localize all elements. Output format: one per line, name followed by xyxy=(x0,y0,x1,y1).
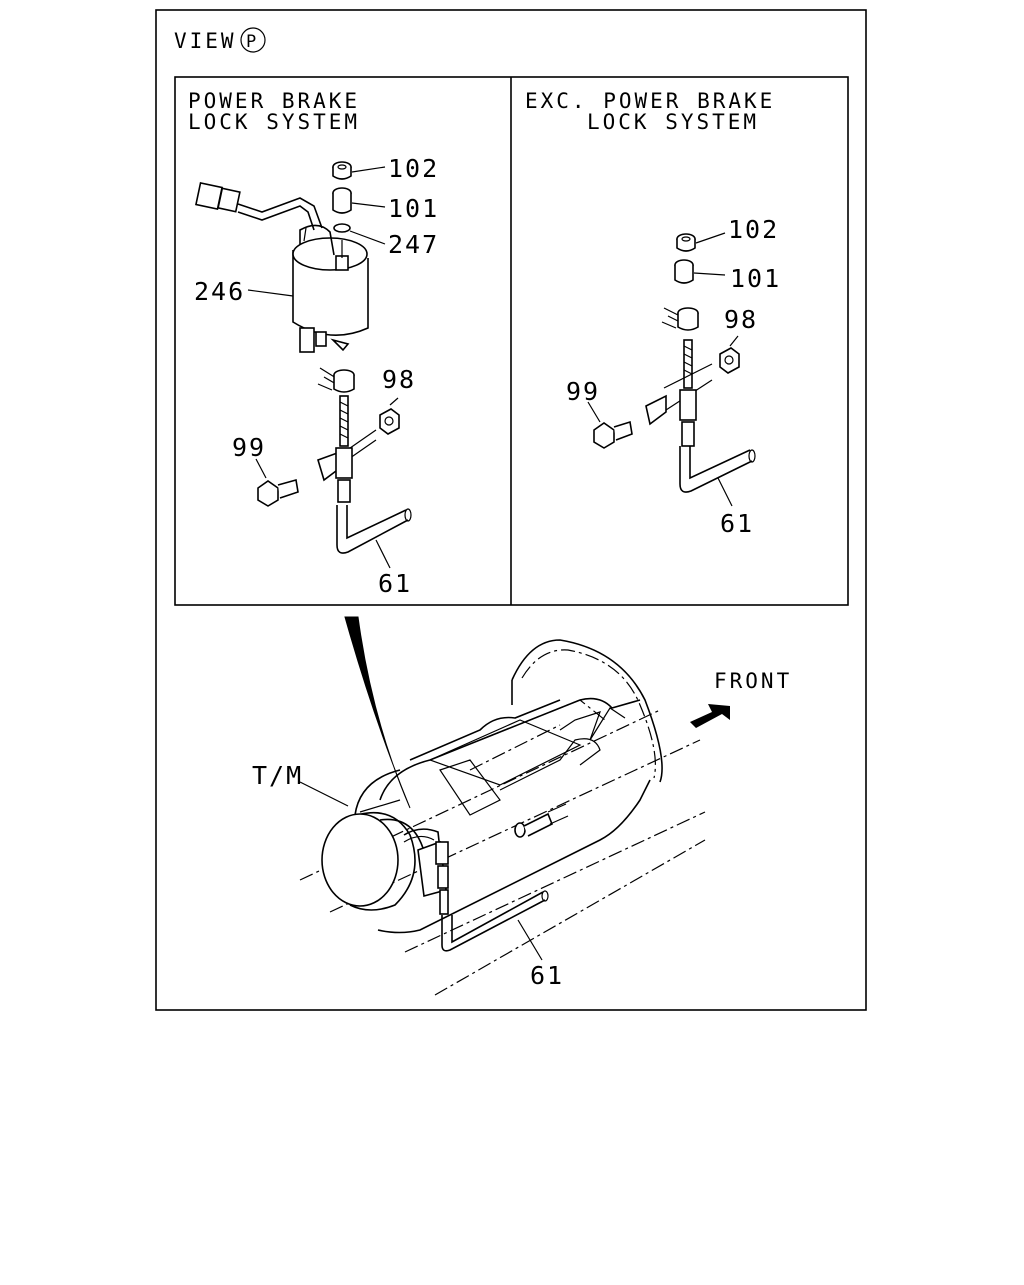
right-pipe-61 xyxy=(679,446,756,507)
rail-line xyxy=(299,709,661,881)
left-lower-hardware xyxy=(255,367,400,507)
right-nut-102 xyxy=(676,232,726,252)
outer-frame xyxy=(155,9,867,1011)
left-callout-61: 61 xyxy=(378,569,412,598)
transmission-body xyxy=(354,697,651,934)
rear-housing xyxy=(321,799,426,911)
bottom-assembly-view: FRONT xyxy=(252,616,792,996)
right-heading-line2: LOCK SYSTEM xyxy=(587,110,759,134)
right-callout-98: 98 xyxy=(724,305,758,334)
left-callout-101: 101 xyxy=(388,194,439,223)
left-heading-line2: LOCK SYSTEM xyxy=(188,110,360,134)
bottom-callout-61: 61 xyxy=(530,961,564,990)
front-arrow-icon xyxy=(690,704,730,728)
switch-assembly xyxy=(403,828,449,915)
left-callout-246: 246 xyxy=(194,277,245,306)
left-pipe-61 xyxy=(336,505,412,569)
left-connector xyxy=(195,182,323,231)
left-bushing-101 xyxy=(332,187,386,214)
right-heading-line1: EXC. POWER BRAKE xyxy=(525,89,775,113)
right-lower-bushing xyxy=(661,307,699,331)
right-callout-61: 61 xyxy=(720,509,754,538)
view-circle xyxy=(240,27,266,53)
left-heading-line1: POWER BRAKE xyxy=(188,89,360,113)
view-pointer xyxy=(344,616,411,809)
right-panel: EXC. POWER BRAKE LOCK SYSTEM xyxy=(525,89,781,538)
tm-leader xyxy=(299,781,349,807)
left-nut-102 xyxy=(332,161,386,180)
left-callout-98: 98 xyxy=(382,365,416,394)
right-callout-101: 101 xyxy=(730,264,781,293)
rail-line xyxy=(434,839,706,996)
view-label: VIEW xyxy=(174,29,237,53)
bell-housing xyxy=(511,639,663,783)
left-callout-99: 99 xyxy=(232,433,266,462)
tm-label: T/M xyxy=(252,761,303,790)
bottom-pipe-61 xyxy=(441,890,549,961)
right-callout-99: 99 xyxy=(566,377,600,406)
left-callout-247: 247 xyxy=(388,230,439,259)
right-bushing-101 xyxy=(674,259,726,284)
view-circled-letter: P xyxy=(246,32,256,52)
rail-line xyxy=(404,811,706,953)
left-solenoid-246 xyxy=(247,224,369,353)
left-washer-247 xyxy=(333,223,386,245)
right-callout-102: 102 xyxy=(728,215,779,244)
right-rod-and-nut-98 xyxy=(587,335,740,449)
left-callout-102: 102 xyxy=(388,154,439,183)
front-label: FRONT xyxy=(714,669,792,693)
left-panel: POWER BRAKE LOCK SYSTEM xyxy=(188,89,439,598)
